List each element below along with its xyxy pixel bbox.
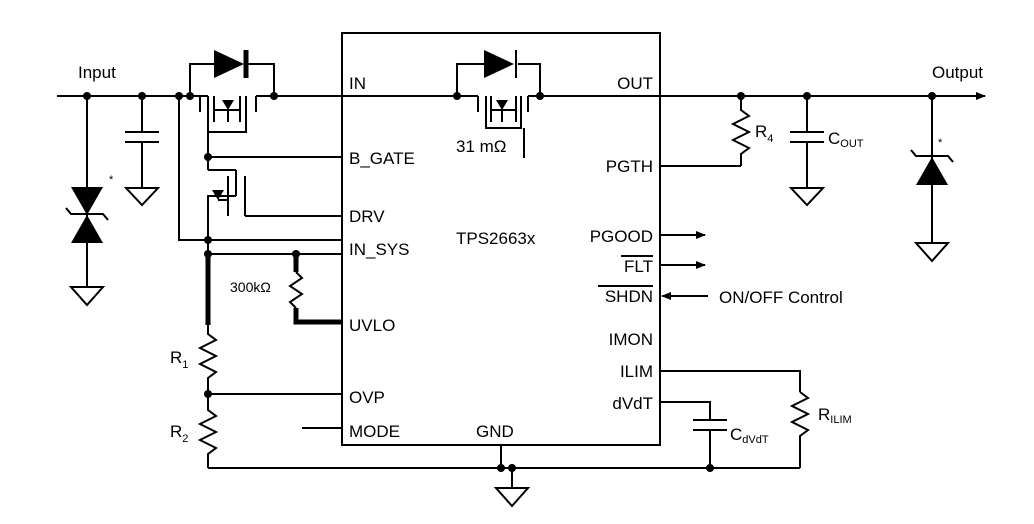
insys-wire xyxy=(178,96,342,241)
r1-resistor-icon xyxy=(197,325,219,394)
ground-icon xyxy=(788,187,826,207)
output-tvs-diode-icon xyxy=(910,96,954,243)
pin-gnd: GND xyxy=(476,422,514,441)
ilim-wire xyxy=(660,370,801,392)
external-fet-bottom-icon xyxy=(207,157,342,240)
pin-pgood: PGOOD xyxy=(590,227,653,246)
pin-dvdt: dVdT xyxy=(612,394,653,413)
ground-icon xyxy=(123,187,161,207)
pin-uvlo: UVLO xyxy=(349,316,395,335)
res-300k-icon xyxy=(288,271,304,309)
output-label: Output xyxy=(932,63,983,82)
rilim-label: RILIM xyxy=(818,405,852,426)
chip-name: TPS2663x xyxy=(456,229,536,248)
junction-dot xyxy=(536,92,544,100)
cout-capacitor-icon xyxy=(790,96,824,188)
res-300k-label: 300kΩ xyxy=(230,279,271,295)
junction-dot xyxy=(497,464,505,472)
cdvdt-capacitor-icon xyxy=(693,419,727,468)
ground-icon xyxy=(493,487,531,508)
pin-bgate: B_GATE xyxy=(349,149,415,168)
rilim-resistor-icon xyxy=(789,391,811,468)
pin-out: OUT xyxy=(617,74,653,93)
r4-resistor-icon xyxy=(730,96,752,166)
pin-drv: DRV xyxy=(349,207,385,226)
pin-mode: MODE xyxy=(349,422,400,441)
pin-imon: IMON xyxy=(609,330,653,349)
input-tvs-diode-icon xyxy=(65,96,109,287)
dvdt-wire xyxy=(660,401,711,420)
external-fet-top-icon xyxy=(189,50,275,157)
internal-fet-label: 31 mΩ xyxy=(456,137,507,156)
pin-pgth: PGTH xyxy=(606,157,653,176)
ground-icon xyxy=(913,242,951,263)
pin-ilim: ILIM xyxy=(620,362,653,381)
pin-ovp: OVP xyxy=(349,388,385,407)
r2-label: R2 xyxy=(170,422,188,445)
ground-icon xyxy=(68,286,106,307)
r1-label: R1 xyxy=(170,348,188,371)
pin-flt: FLT xyxy=(624,257,653,276)
on-off-label: ON/OFF Control xyxy=(719,288,843,307)
r4-label: R4 xyxy=(755,122,773,145)
pin-insys: IN_SYS xyxy=(349,240,409,259)
input-capacitor-icon xyxy=(125,96,159,188)
cout-label: COUT xyxy=(828,129,864,150)
r2-resistor-icon xyxy=(197,394,219,468)
pin-in: IN xyxy=(349,74,366,93)
uvlo-wire xyxy=(293,308,342,325)
output-tvs-asterisk: * xyxy=(938,137,943,149)
cdvdt-label: CdVdT xyxy=(730,425,769,446)
input-label: Input xyxy=(78,63,116,82)
input-tvs-asterisk: * xyxy=(109,174,114,186)
junction-dot xyxy=(453,92,461,100)
pin-shdn: SHDN xyxy=(605,287,653,306)
